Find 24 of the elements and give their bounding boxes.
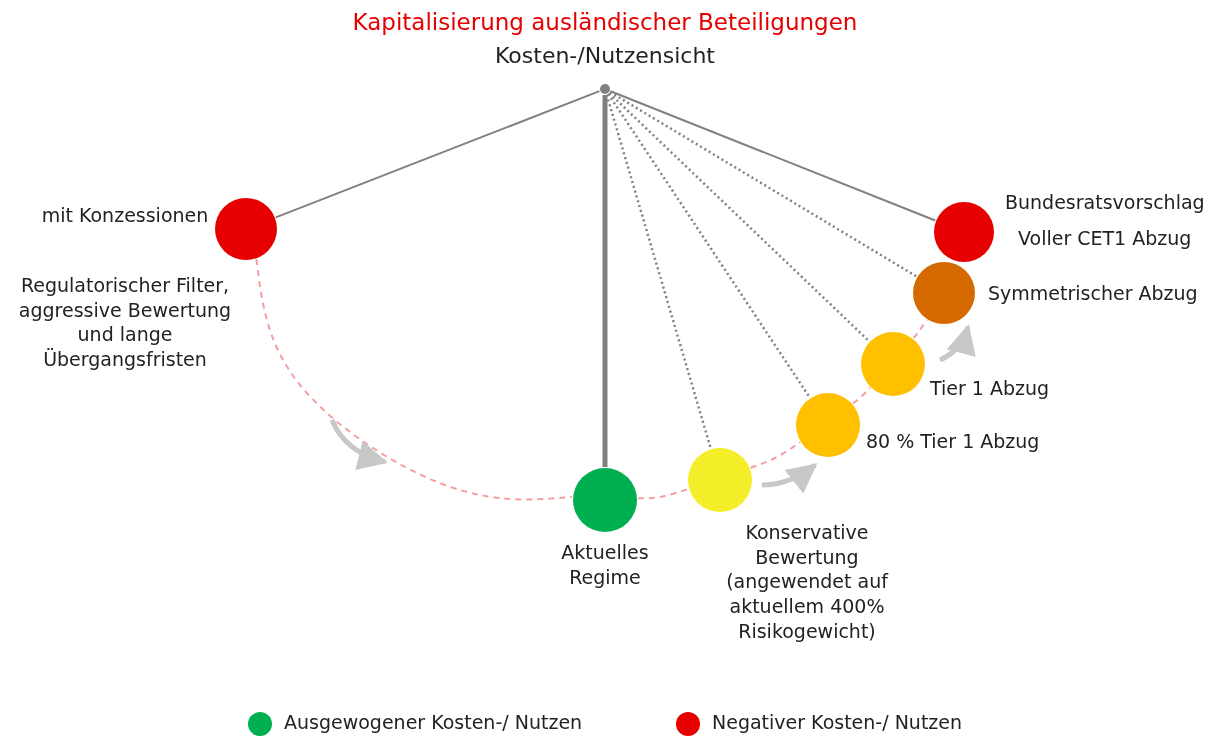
connector-line xyxy=(274,90,601,219)
circle-label: Voller CET1 Abzug xyxy=(1018,226,1193,251)
legend-text: Ausgewogener Kosten-/ Nutzen xyxy=(284,710,583,735)
circle-label: mit Konzessionen xyxy=(40,203,210,228)
dotted-connector-line xyxy=(609,91,918,278)
dashed-arc-segment xyxy=(636,488,690,500)
dashed-arc-segment xyxy=(255,258,574,501)
connector-line xyxy=(609,90,937,222)
dotted-connector-line xyxy=(605,94,712,449)
circle-label: Bundesratsvorschlag xyxy=(1005,190,1206,215)
legend-text: Negativer Kosten-/ Nutzen xyxy=(712,710,963,735)
circle-label: Konservative Bewertung (angewendet auf aktuellem 400% Risikogewicht) xyxy=(725,520,890,644)
circle-label: Aktuelles Regime xyxy=(560,540,650,590)
circle-label: Symmetrischer Abzug xyxy=(988,281,1199,306)
dotted-connector-line xyxy=(607,93,811,399)
dashed-arc-segment xyxy=(852,386,872,405)
connector-line xyxy=(602,95,608,467)
subtitle: Kosten-/Nutzensicht xyxy=(494,42,716,70)
circle-label: Regulatorischer Filter, aggressive Bewertung und lange Übergangsfristen xyxy=(17,273,233,372)
dashed-arc-segment xyxy=(749,441,801,469)
diagram-title: Kapitalisierung ausländischer Beteiligungen xyxy=(351,8,859,37)
circle-label: Tier 1 Abzug xyxy=(930,376,1051,401)
dotted-connector-line xyxy=(608,92,870,343)
circle-label: 80 % Tier 1 Abzug xyxy=(866,429,1041,454)
